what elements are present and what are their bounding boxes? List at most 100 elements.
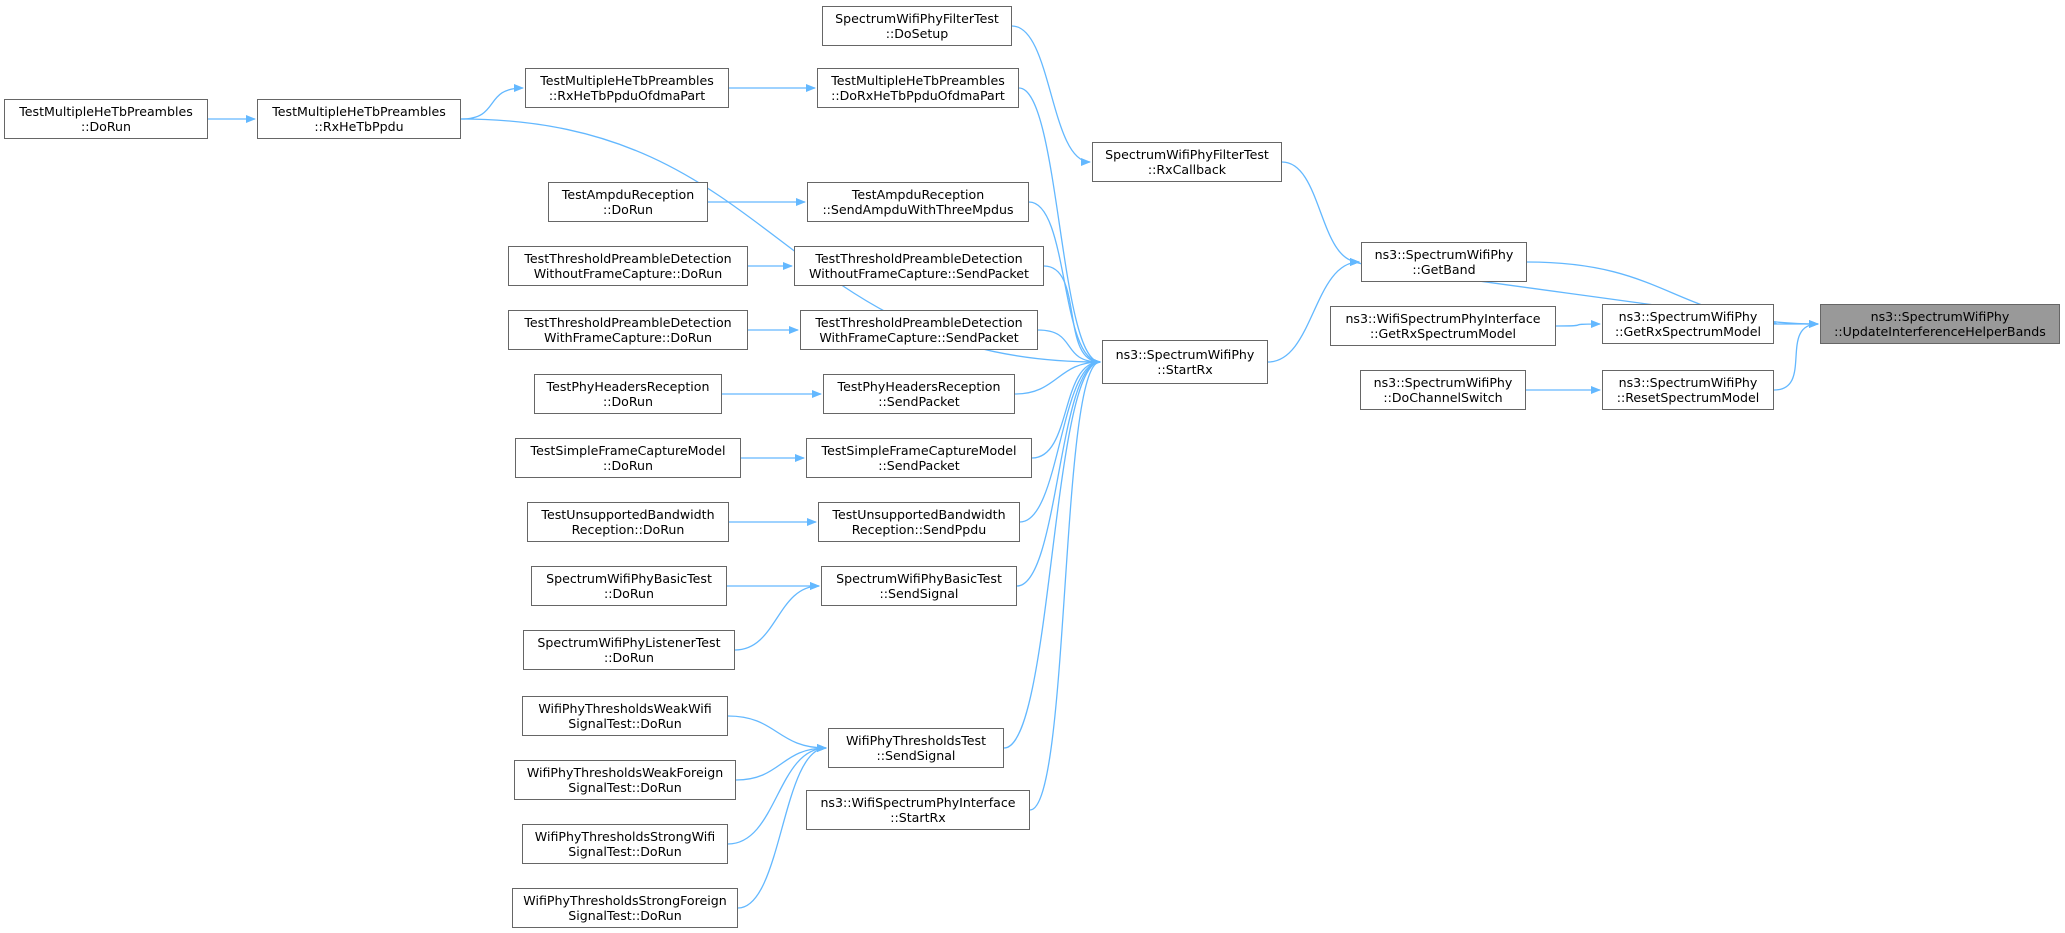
node-label-line: SpectrumWifiPhyBasicTest bbox=[836, 571, 1002, 586]
node-dochan[interactable]: ns3::SpectrumWifiPhy::DoChannelSwitch bbox=[1360, 370, 1526, 410]
node-label-line: ns3::WifiSpectrumPhyInterface bbox=[820, 795, 1016, 810]
node-label-line: ns3::WifiSpectrumPhyInterface bbox=[1345, 311, 1541, 326]
node-basicSend[interactable]: SpectrumWifiPhyBasicTest::SendSignal bbox=[821, 566, 1017, 606]
edge-rxHeTb-to-rxHeTbOfdma bbox=[460, 84, 524, 120]
node-label-line: TestUnsupportedBandwidth bbox=[832, 507, 1006, 522]
node-label-line: ::SendPacket bbox=[878, 458, 960, 473]
node-label-line: WifiPhyThresholdsWeakForeign bbox=[526, 765, 724, 780]
node-rxHeTbOfdma[interactable]: TestMultipleHeTbPreambles::RxHeTbPpduOfd… bbox=[525, 68, 729, 108]
node-label-line: TestThresholdPreambleDetection bbox=[524, 251, 732, 266]
node-label-line: ::GetBand bbox=[1412, 262, 1476, 277]
node-mhtDoRun[interactable]: TestMultipleHeTbPreambles::DoRun bbox=[4, 99, 208, 139]
edge-dosetup-to-rxcb bbox=[1011, 25, 1091, 166]
node-label-line: ::DoRun bbox=[602, 458, 654, 473]
node-label-line: ns3::SpectrumWifiPhy bbox=[1373, 375, 1513, 390]
node-label-line: ::DoChannelSwitch bbox=[1383, 390, 1503, 405]
node-label-line: WithFrameCapture::SendPacket bbox=[819, 330, 1019, 345]
edge-tpdWSend-to-startrx bbox=[1037, 329, 1101, 366]
node-label-line: TestPhyHeadersReception bbox=[837, 379, 1001, 394]
node-rxcb[interactable]: SpectrumWifiPhyFilterTest::RxCallback bbox=[1092, 142, 1282, 182]
edge-sfcSend-to-startrx bbox=[1031, 358, 1101, 459]
node-phrRun[interactable]: TestPhyHeadersReception::DoRun bbox=[534, 374, 722, 414]
node-label-line: ::StartRx bbox=[1157, 362, 1213, 377]
node-label-line: ns3::SpectrumWifiPhy bbox=[1618, 375, 1758, 390]
node-label-line: WifiPhyThresholdsWeakWifi bbox=[538, 701, 712, 716]
node-label-line: SignalTest::DoRun bbox=[568, 908, 682, 923]
node-label-line: WifiPhyThresholdsStrongForeign bbox=[523, 893, 727, 908]
node-listenerRun[interactable]: SpectrumWifiPhyListenerTest::DoRun bbox=[523, 630, 735, 670]
edge-reset-to-update bbox=[1773, 320, 1819, 391]
node-label-line: ns3::SpectrumWifiPhy bbox=[1870, 309, 2010, 324]
node-thrSend[interactable]: WifiPhyThresholdsTest::SendSignal bbox=[828, 728, 1004, 768]
node-doRxHeTb[interactable]: TestMultipleHeTbPreambles::DoRxHeTbPpduO… bbox=[817, 68, 1019, 108]
edge-listenerRun-to-basicSend bbox=[734, 582, 820, 651]
node-label-line: ::RxCallback bbox=[1147, 162, 1227, 177]
edge-rxcb-to-getband bbox=[1281, 161, 1360, 266]
node-label-line: WithoutFrameCapture::DoRun bbox=[533, 266, 723, 281]
node-label-line: TestThresholdPreambleDetection bbox=[815, 315, 1023, 330]
node-label-line: ::GetRxSpectrumModel bbox=[1370, 326, 1516, 341]
node-label-line: ::DoRun bbox=[603, 586, 655, 601]
node-ifgetrx[interactable]: ns3::WifiSpectrumPhyInterface::GetRxSpec… bbox=[1330, 306, 1556, 346]
node-label-line: TestThresholdPreambleDetection bbox=[815, 251, 1023, 266]
edge-ifgetrx-to-getrx bbox=[1555, 320, 1601, 329]
node-phrSend[interactable]: TestPhyHeadersReception::SendPacket bbox=[823, 374, 1015, 414]
node-ifStartRx[interactable]: ns3::WifiSpectrumPhyInterface::StartRx bbox=[806, 790, 1030, 830]
node-label-line: ::GetRxSpectrumModel bbox=[1615, 324, 1761, 339]
node-label-line: WithoutFrameCapture::SendPacket bbox=[809, 266, 1029, 281]
node-label-line: TestMultipleHeTbPreambles bbox=[831, 73, 1005, 88]
node-label-line: ns3::SpectrumWifiPhy bbox=[1115, 347, 1255, 362]
node-label-line: ::DoSetup bbox=[885, 26, 949, 41]
node-label-line: ::DoRun bbox=[603, 650, 655, 665]
node-label-line: SpectrumWifiPhyBasicTest bbox=[546, 571, 712, 586]
node-label-line: SignalTest::DoRun bbox=[568, 780, 682, 795]
edge-ifStartRx-to-startrx bbox=[1029, 358, 1101, 811]
node-getrx[interactable]: ns3::SpectrumWifiPhy::GetRxSpectrumModel bbox=[1602, 304, 1774, 344]
node-ampduSend[interactable]: TestAmpduReception::SendAmpduWithThreeMp… bbox=[807, 182, 1029, 222]
node-label-line: ::DoRun bbox=[602, 394, 654, 409]
node-reset[interactable]: ns3::SpectrumWifiPhy::ResetSpectrumModel bbox=[1602, 370, 1774, 410]
node-label-line: Reception::SendPpdu bbox=[851, 522, 987, 537]
node-getband[interactable]: ns3::SpectrumWifiPhy::GetBand bbox=[1361, 242, 1527, 282]
edge-basicSend-to-startrx bbox=[1016, 358, 1101, 587]
node-label-line: SpectrumWifiPhyFilterTest bbox=[835, 11, 999, 26]
node-rxHeTb[interactable]: TestMultipleHeTbPreambles::RxHeTbPpdu bbox=[257, 99, 461, 139]
node-sfcRun[interactable]: TestSimpleFrameCaptureModel::DoRun bbox=[515, 438, 741, 478]
node-label-line: SignalTest::DoRun bbox=[568, 716, 682, 731]
node-label-line: TestSimpleFrameCaptureModel bbox=[530, 443, 726, 458]
edge-weakForeign-to-thrSend bbox=[735, 744, 827, 781]
node-label-line: TestSimpleFrameCaptureModel bbox=[821, 443, 1017, 458]
node-label-line: Reception::DoRun bbox=[571, 522, 685, 537]
node-label-line: TestPhyHeadersReception bbox=[546, 379, 710, 394]
node-label-line: ::SendSignal bbox=[879, 586, 959, 601]
node-label-line: ::UpdateInterferenceHelperBands bbox=[1834, 324, 2046, 339]
node-label-line: SpectrumWifiPhyListenerTest bbox=[537, 635, 721, 650]
node-label-line: ::StartRx bbox=[890, 810, 946, 825]
node-label-line: ::SendSignal bbox=[876, 748, 956, 763]
node-label-line: ns3::SpectrumWifiPhy bbox=[1374, 247, 1514, 262]
node-basicRun[interactable]: SpectrumWifiPhyBasicTest::DoRun bbox=[531, 566, 727, 606]
edge-startrx-to-getband bbox=[1267, 258, 1360, 363]
node-label-line: TestAmpduReception bbox=[561, 187, 695, 202]
edge-strongWifi-to-thrSend bbox=[727, 744, 827, 845]
edge-strongForeign-to-thrSend bbox=[737, 744, 827, 909]
node-sfcSend[interactable]: TestSimpleFrameCaptureModel::SendPacket bbox=[806, 438, 1032, 478]
node-dosetup[interactable]: SpectrumWifiPhyFilterTest::DoSetup bbox=[822, 6, 1012, 46]
node-startrx[interactable]: ns3::SpectrumWifiPhy::StartRx bbox=[1102, 340, 1268, 384]
node-label-line: TestMultipleHeTbPreambles bbox=[19, 104, 193, 119]
node-label-line: ::DoRun bbox=[80, 119, 132, 134]
node-ampduRun[interactable]: TestAmpduReception::DoRun bbox=[548, 182, 708, 222]
node-label-line: TestAmpduReception bbox=[851, 187, 985, 202]
node-label-line: WithFrameCapture::DoRun bbox=[544, 330, 712, 345]
node-label-line: TestMultipleHeTbPreambles bbox=[272, 104, 446, 119]
